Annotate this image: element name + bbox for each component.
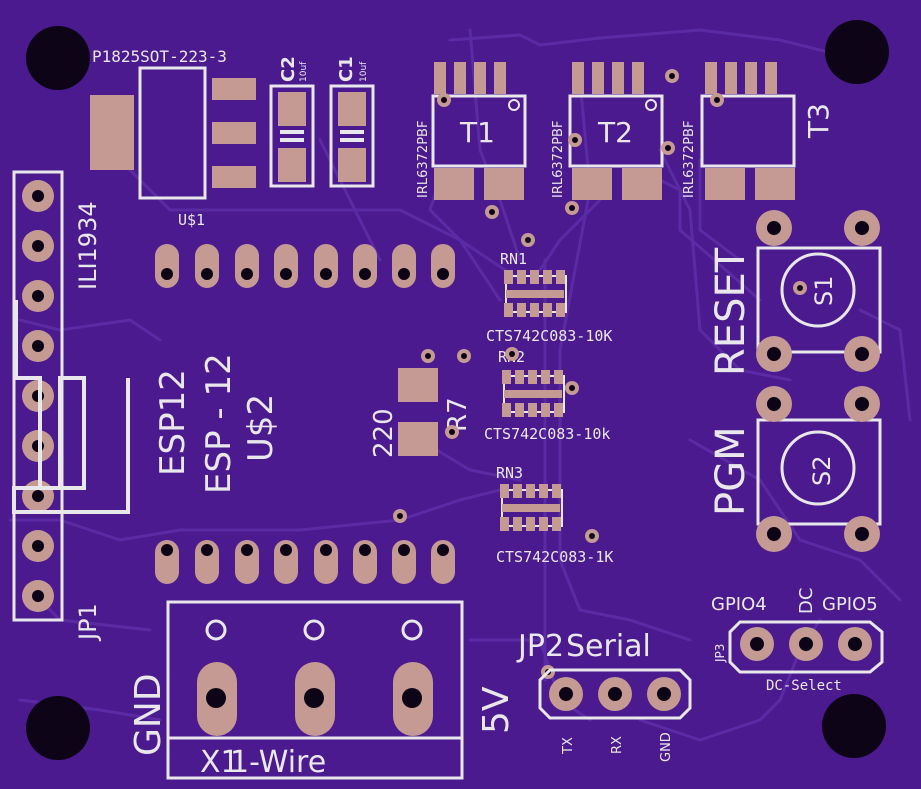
rn3-label: RN3 xyxy=(496,464,523,482)
x1-label: X1 xyxy=(200,745,240,780)
t3-part-label: IRL6372PBF xyxy=(682,121,697,198)
resistor-r7: 220 R7 xyxy=(369,368,473,458)
header-jp3-dc-select: GPIO4 DC GPIO5 JP3 DC-Select xyxy=(711,588,884,694)
tx-label: TX xyxy=(561,737,576,755)
regulator-part-label: P1825SOT-223-3 xyxy=(92,47,227,66)
rn1-label: RN1 xyxy=(500,250,527,268)
capacitor-c2: C2 10uf xyxy=(269,56,315,188)
jp3-label: JP3 xyxy=(713,644,727,663)
esp12-label: ESP12 xyxy=(153,369,193,476)
cap-c2-value: 10uf xyxy=(299,61,309,82)
gpio4-label: GPIO4 xyxy=(711,594,767,615)
cap-c1-value: 10uf xyxy=(359,61,369,82)
esp12-antenna xyxy=(12,300,130,514)
one-wire-label: 1-Wire xyxy=(230,745,326,780)
pgm-label: PGM xyxy=(708,426,754,516)
t1-label: T1 xyxy=(459,116,495,149)
u2-label: U$2 xyxy=(241,394,281,462)
serial-label: Serial xyxy=(566,629,651,664)
r7-value-label: 220 xyxy=(369,408,399,458)
mounting-hole-top-right xyxy=(825,20,889,84)
gnd-big-label: GND xyxy=(128,673,169,756)
resistor-network-rn1: RN1 CTS742C083-10K xyxy=(486,250,612,345)
mounting-holes xyxy=(26,20,889,760)
jp1-label: JP1 xyxy=(74,603,102,642)
mosfet-t2: T2 IRL6372PBF xyxy=(551,62,664,200)
jp2-label: JP2 xyxy=(516,629,564,664)
t2-part-label: IRL6372PBF xyxy=(551,121,566,198)
terminal-x1-1wire: GND 5V X1 1-Wire xyxy=(128,600,517,780)
cap-c2-label: C2 xyxy=(278,56,299,82)
cap-c1-label: C1 xyxy=(336,56,357,82)
five-v-label: 5V xyxy=(476,686,517,734)
esp12-module: ESP12 ESP - 12 U$2 xyxy=(153,244,455,584)
capacitor-c1: C1 10uf xyxy=(329,56,375,188)
regulator-name-label: U$1 xyxy=(178,211,205,229)
mosfet-t3: T3 IRL6372PBF xyxy=(682,62,835,200)
button-s1-reset: S1 RESET xyxy=(708,210,882,376)
gpio5-label: GPIO5 xyxy=(822,594,878,615)
t2-label: T2 xyxy=(597,116,633,149)
rx-label: RX xyxy=(610,736,625,754)
rn2-value-label: CTS742C083-10k xyxy=(484,425,610,443)
mounting-hole-top-left xyxy=(26,26,90,90)
s2-label: S2 xyxy=(808,455,836,486)
t1-part-label: IRL6372PBF xyxy=(416,121,431,198)
header-jp1: ILI1934 JP1 xyxy=(12,170,102,642)
s1-label: S1 xyxy=(810,275,838,306)
dc-label: DC xyxy=(796,588,817,614)
regulator-u1: P1825SOT-223-3 U$1 xyxy=(90,47,256,229)
rn3-value-label: CTS742C083-1K xyxy=(496,548,613,566)
mounting-hole-bottom-right xyxy=(822,694,886,758)
r7-label: R7 xyxy=(443,397,473,432)
rn1-value-label: CTS742C083-10K xyxy=(486,327,612,345)
display-header-label: ILI1934 xyxy=(74,201,102,290)
mounting-hole-bottom-left xyxy=(26,696,90,760)
reset-label: RESET xyxy=(708,247,754,376)
button-s2-pgm: S2 PGM xyxy=(708,386,882,552)
t3-label: T3 xyxy=(802,103,835,139)
resistor-network-rn3: RN3 CTS742C083-1K xyxy=(496,464,613,566)
gnd-small-label: GND xyxy=(659,732,674,762)
dc-select-label: DC-Select xyxy=(766,678,842,694)
header-jp2-serial: JP2 Serial TX RX GND xyxy=(516,629,692,762)
esp12-name-label: ESP - 12 xyxy=(199,353,239,494)
mosfet-t1: T1 IRL6372PBF xyxy=(416,62,527,200)
